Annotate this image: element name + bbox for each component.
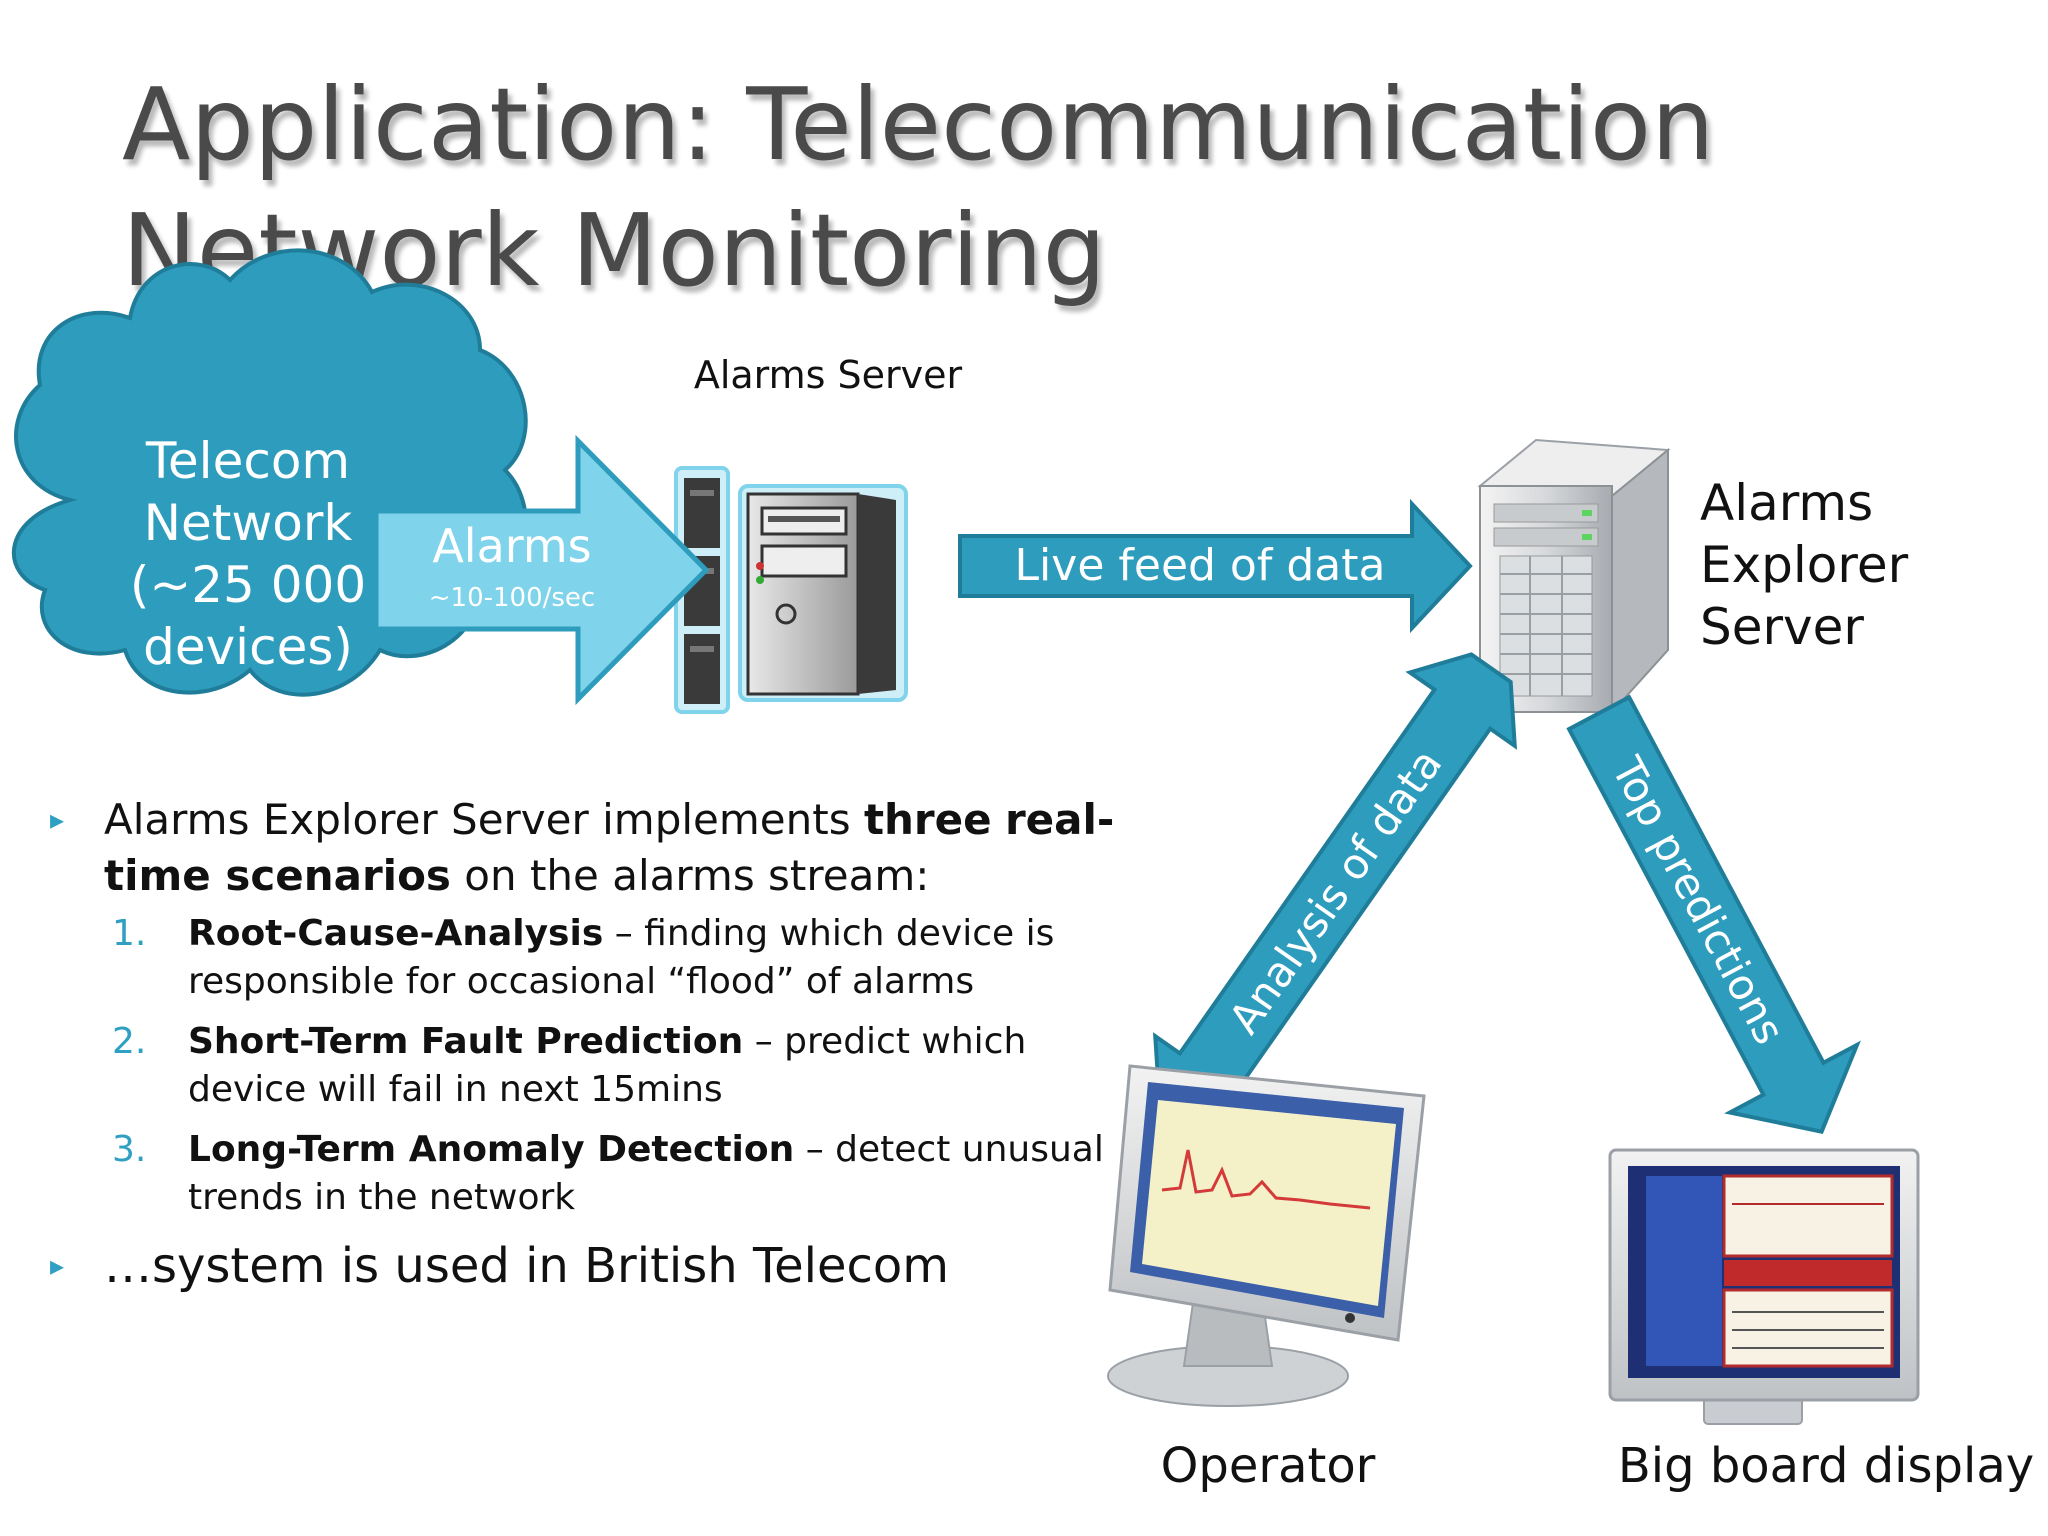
scenario-list: 1. Root-Cause-Analysis – finding which d… <box>104 910 1120 1222</box>
scenario-description: – predict which device will fail in next… <box>188 1021 1027 1110</box>
slide-title: Application: Telecommunication Network M… <box>122 62 1922 314</box>
bullet-item-british-telecom: ▸ …system is used in British Telecom <box>40 1236 1120 1296</box>
bullet-bold-three: three <box>863 795 992 844</box>
cloud-text-line-3: (~25 000 <box>130 556 366 614</box>
bullet-outro-text: on the alarms stream: <box>450 851 930 900</box>
bullet-intro-text: Alarms Explorer Server implements <box>104 795 864 844</box>
scenario-number: 1. <box>112 913 147 954</box>
scenario-title: Root-Cause-Analysis <box>188 913 604 954</box>
alarms-server-rack <box>674 466 730 714</box>
scenario-item: 1. Root-Cause-Analysis – finding which d… <box>104 910 1120 1006</box>
operator-label: Operator <box>1161 1438 1376 1494</box>
telecom-network-cloud: Telecom Network (~25 000 devices) <box>11 248 528 697</box>
alarms-rate-label: ~10-100/sec <box>429 583 595 613</box>
bullet-arrow-icon: ▸ <box>50 803 65 836</box>
explorer-server-label-line-3: Server <box>1700 598 1864 656</box>
explorer-server-label-line-2: Explorer <box>1700 536 1909 594</box>
bullet-list: ▸ Alarms Explorer Server implements thre… <box>40 792 1120 1296</box>
cloud-text-line-4: devices) <box>143 618 353 676</box>
slide-title-line-1: Application: Telecommunication <box>122 66 1715 183</box>
predictions-label: Top predictions <box>1602 748 1794 1052</box>
bullet-bold-realtime: real-time scenarios <box>104 795 1115 900</box>
alarms-arrow-label: Alarms <box>432 519 591 573</box>
bullet-arrow-icon: ▸ <box>50 1249 65 1282</box>
live-feed-arrow: Live feed of data <box>958 498 1473 634</box>
alarms-arrow: Alarms ~10-100/sec <box>373 434 710 706</box>
scenario-item: 3. Long-Term Anomaly Detection – detect … <box>104 1126 1120 1222</box>
alarms-server-tower <box>738 484 908 702</box>
live-feed-label: Live feed of data <box>1015 540 1386 591</box>
scenario-description: – detect unusual trends in the network <box>188 1129 1104 1218</box>
big-board-display <box>1608 1148 1920 1425</box>
big-board-label: Big board display <box>1618 1438 2034 1494</box>
explorer-server-tower <box>1477 438 1671 715</box>
bullet-british-telecom-text: …system is used in British Telecom <box>104 1238 950 1294</box>
analysis-label: Analysis of data <box>1219 740 1451 1042</box>
alarms-server-label: Alarms Server <box>694 353 963 397</box>
operator-monitor <box>1107 1064 1426 1407</box>
scenario-number: 2. <box>112 1021 147 1062</box>
scenario-number: 3. <box>112 1129 147 1170</box>
bullet-item-scenarios: ▸ Alarms Explorer Server implements thre… <box>40 792 1120 1222</box>
cloud-text-line-2: Network <box>144 494 353 552</box>
explorer-server-label-line-1: Alarms <box>1700 474 1873 532</box>
scenario-item: 2. Short-Term Fault Prediction – predict… <box>104 1018 1120 1114</box>
scenario-description: – finding which device is responsible fo… <box>188 913 1055 1002</box>
predictions-arrow: Top predictions <box>1566 694 1861 1134</box>
scenario-title: Long-Term Anomaly Detection <box>188 1129 795 1170</box>
scenario-title: Short-Term Fault Prediction <box>188 1021 744 1062</box>
cloud-text-line-1: Telecom <box>145 432 350 490</box>
